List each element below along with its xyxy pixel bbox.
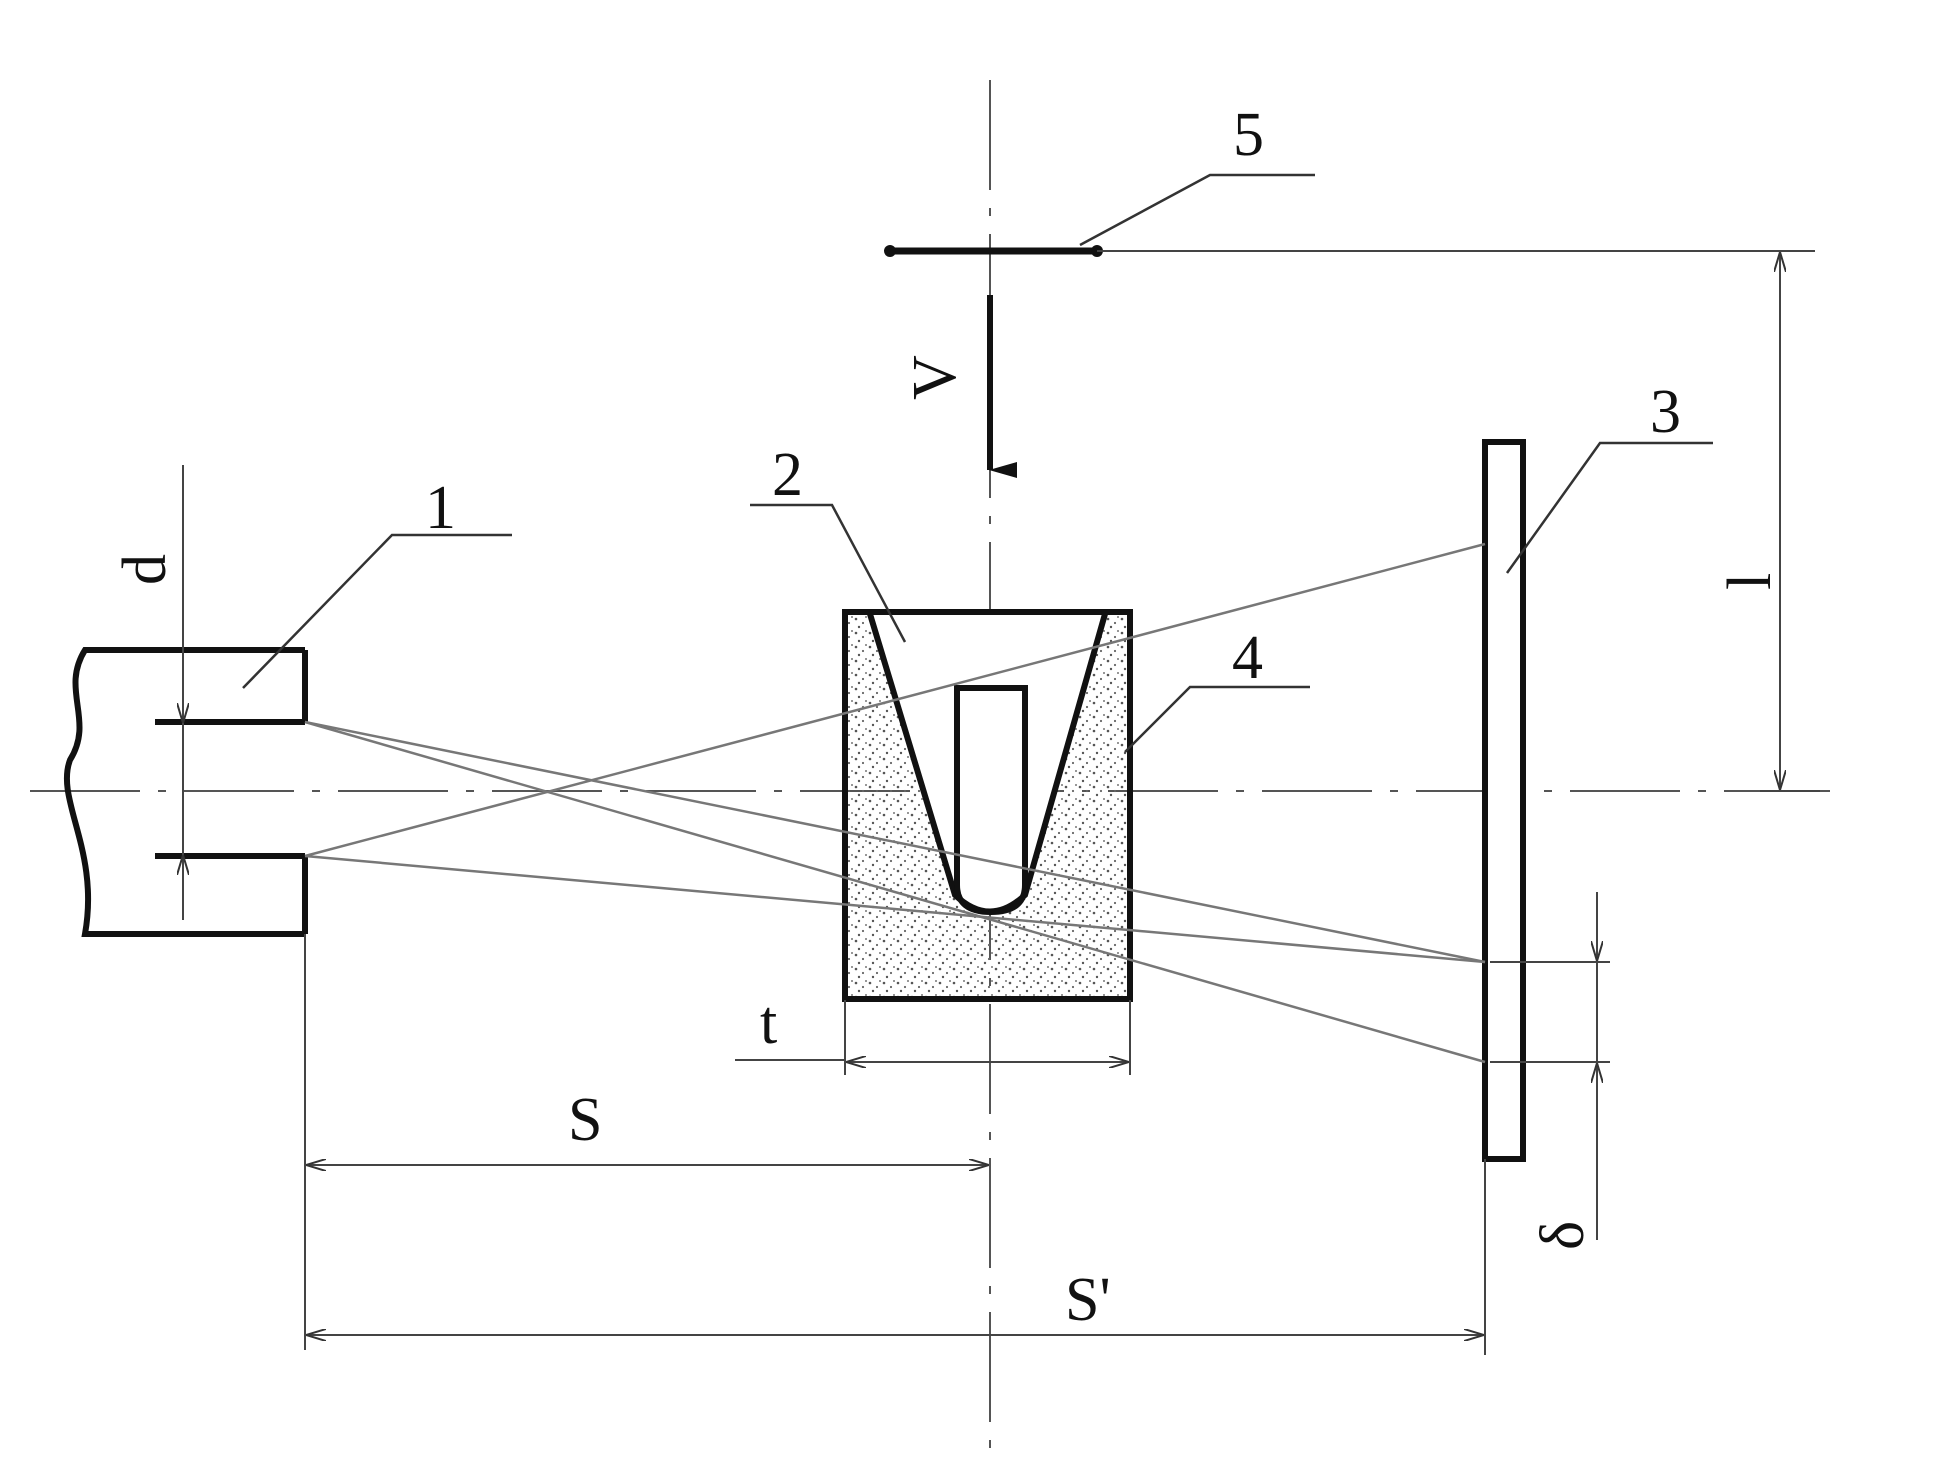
object-container — [842, 609, 1133, 1002]
label-screen: 3 — [1650, 378, 1681, 446]
label-aperture: d — [111, 554, 179, 585]
dimension-s — [304, 934, 988, 1350]
dimension-l — [1097, 250, 1820, 792]
label-source: 1 — [425, 474, 456, 542]
label-shift: δ — [1529, 1221, 1597, 1250]
dimension-s-prime — [307, 1159, 1486, 1355]
label-thickness: t — [760, 989, 777, 1057]
wedge-cavity — [870, 614, 1105, 912]
label-height: l — [1716, 573, 1784, 590]
label-distance-object: S — [568, 1086, 602, 1154]
detector-screen — [1482, 439, 1526, 1162]
label-filler: 4 — [1232, 624, 1263, 692]
label-velocity: V — [901, 355, 969, 400]
rays — [304, 542, 1486, 1064]
label-marker: 5 — [1233, 101, 1264, 169]
label-object: 2 — [772, 441, 803, 509]
label-distance-screen: S' — [1065, 1266, 1111, 1334]
dimension-t — [735, 1000, 1131, 1075]
leader-lines — [242, 173, 1713, 753]
dimension-delta — [1490, 892, 1610, 1240]
marker-bar — [884, 245, 1103, 257]
inner-rod — [954, 685, 1028, 916]
